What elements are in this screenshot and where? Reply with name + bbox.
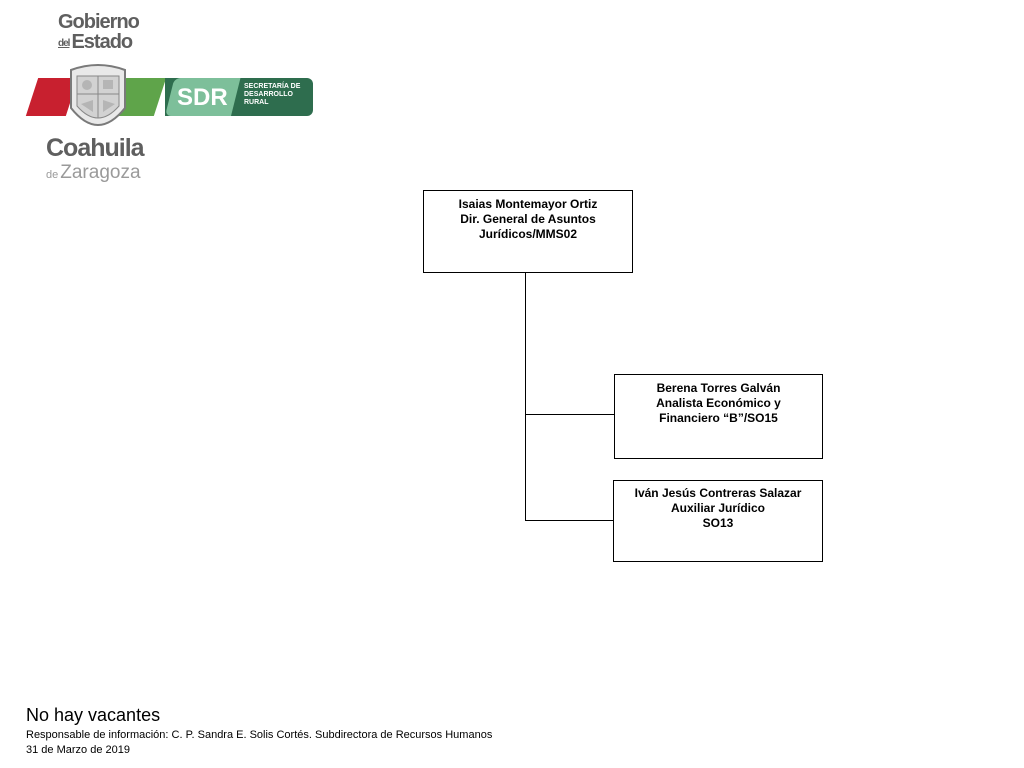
vacancies-note: No hay vacantes: [26, 705, 161, 725]
analista-role-line1: Analista Económico y: [656, 396, 781, 410]
org-box-director: Isaias Montemayor Ortiz Dir. General de …: [423, 190, 633, 273]
responsible-info: Responsable de información: C. P. Sandra…: [26, 729, 493, 741]
del-word: del: [58, 38, 70, 49]
auxiliar-role-line1: Auxiliar Jurídico: [670, 501, 766, 515]
zaragoza-word: Zaragoza: [60, 162, 141, 183]
horizontal-connector-2: [525, 520, 613, 521]
org-box-auxiliar: Iván Jesús Contreras Salazar Auxiliar Ju…: [613, 480, 823, 562]
analista-role-line2: Financiero “B”/SO15: [659, 411, 778, 425]
sdr-label: SDR: [177, 84, 228, 111]
sdr-badge: SDR SECRETARÍA DE DESARROLLO RURAL: [165, 78, 313, 116]
de-word: de: [46, 169, 59, 181]
coahuila-word: Coahuila: [46, 134, 145, 162]
director-role-line2: Jurídicos/MMS02: [478, 227, 578, 241]
gobierno-word: Gobierno: [58, 11, 140, 33]
sdr-subtitle: SECRETARÍA DE DESARROLLO RURAL: [244, 83, 301, 106]
date-text: 31 de Marzo de 2019: [26, 744, 130, 756]
horizontal-connector-1: [525, 414, 614, 415]
director-role-line1: Dir. General de Asuntos: [460, 212, 596, 226]
auxiliar-role-line2: SO13: [702, 516, 734, 530]
estado-word: Estado: [71, 31, 133, 53]
analista-name: Berena Torres Galván: [656, 381, 781, 395]
vertical-connector: [525, 273, 526, 521]
director-name: Isaias Montemayor Ortiz: [458, 197, 598, 211]
coat-of-arms-icon: [70, 64, 126, 126]
org-box-analista: Berena Torres Galván Analista Económico …: [614, 374, 823, 459]
auxiliar-name: Iván Jesús Contreras Salazar: [634, 486, 802, 500]
